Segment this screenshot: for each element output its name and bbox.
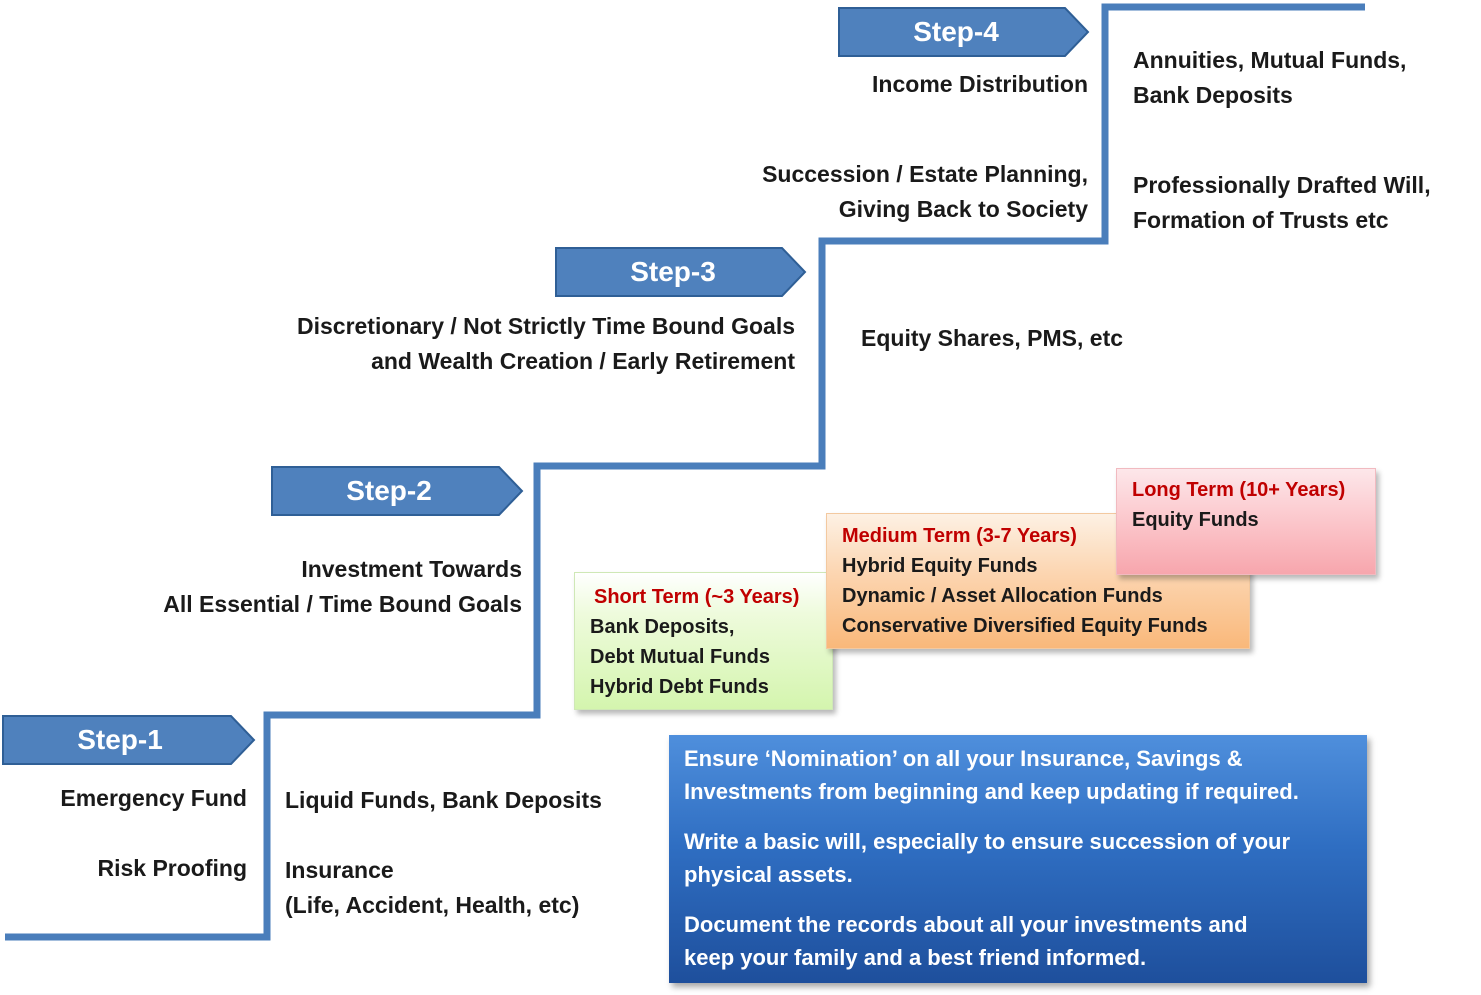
step-3-goal-line-1: Discretionary / Not Strictly Time Bound … — [296, 313, 795, 339]
insurance-line: Insurance — [285, 857, 394, 883]
long-term-item: Equity Funds — [1132, 509, 1259, 531]
arrow-shape-icon — [271, 466, 524, 516]
medium-term-title: Medium Term (3-7 Years) — [842, 525, 1077, 547]
step-3-label: Step-3 — [630, 256, 716, 287]
step-1-label: Step-1 — [77, 724, 163, 755]
step-4-product-1-line-1: Annuities, Mutual Funds, — [1133, 47, 1407, 73]
medium-term-item: Hybrid Equity Funds — [842, 555, 1038, 577]
step-1-product-insurance: Insurance (Life, Accident, Health, etc) — [285, 853, 579, 923]
step-2-goal: Investment Towards All Essential / Time … — [163, 552, 522, 622]
step-2-goal-line-2: All Essential / Time Bound Goals — [163, 591, 522, 617]
tip-nomination: Ensure ‘Nomination’ on all your Insuranc… — [684, 746, 1299, 804]
step-1-arrow: Step-1 — [2, 715, 256, 765]
step-4-label: Step-4 — [913, 16, 999, 47]
short-term-box: Short Term (~3 Years) Bank Deposits, Deb… — [574, 572, 833, 710]
step-3-goal-line-2: and Wealth Creation / Early Retirement — [371, 348, 795, 374]
medium-term-item: Conservative Diversified Equity Funds — [842, 615, 1208, 637]
step-3-arrow: Step-3 — [555, 247, 807, 297]
step-4-goal-succession: Succession / Estate Planning, Giving Bac… — [762, 157, 1088, 227]
long-term-box: Long Term (10+ Years) Equity Funds — [1116, 468, 1376, 575]
step-3-product: Equity Shares, PMS, etc — [861, 325, 1124, 351]
step-4-product-2-line-2: Formation of Trusts etc — [1133, 207, 1389, 233]
step-1-goal-risk-proofing: Risk Proofing — [97, 855, 247, 881]
tips-box: Ensure ‘Nomination’ on all your Insuranc… — [669, 735, 1367, 983]
short-term-title: Short Term (~3 Years) — [594, 586, 800, 608]
step-2-goal-line-1: Investment Towards — [301, 556, 522, 582]
insurance-detail-line: (Life, Accident, Health, etc) — [285, 892, 580, 918]
step-2-arrow: Step-2 — [271, 466, 524, 516]
step-1-product-liquid-funds: Liquid Funds, Bank Deposits — [285, 787, 602, 813]
step-4-product-will: Professionally Drafted Will, Formation o… — [1133, 168, 1431, 238]
medium-term-item: Dynamic / Asset Allocation Funds — [842, 585, 1163, 607]
tip-records: Document the records about all your inve… — [684, 912, 1248, 970]
long-term-title: Long Term (10+ Years) — [1132, 479, 1346, 501]
step-1-goal-emergency-fund: Emergency Fund — [60, 785, 247, 811]
arrow-shape-icon — [555, 247, 807, 297]
step-4-goal-income-distribution: Income Distribution — [872, 71, 1088, 97]
step-4-arrow: Step-4 — [838, 7, 1090, 57]
step-4-product-annuities: Annuities, Mutual Funds, Bank Deposits — [1133, 43, 1406, 113]
step-4-goal-2-line-1: Succession / Estate Planning, — [762, 161, 1088, 187]
step-2-label: Step-2 — [346, 475, 432, 506]
tip-will: Write a basic will, especially to ensure… — [684, 829, 1291, 887]
step-4-product-2-line-1: Professionally Drafted Will, — [1133, 172, 1431, 198]
step-4-product-1-line-2: Bank Deposits — [1133, 82, 1293, 108]
short-term-item: Hybrid Debt Funds — [590, 676, 769, 698]
step-3-goal: Discretionary / Not Strictly Time Bound … — [297, 309, 795, 379]
arrow-shape-icon — [2, 715, 256, 765]
arrow-shape-icon — [838, 7, 1090, 57]
step-4-goal-2-line-2: Giving Back to Society — [838, 196, 1088, 222]
short-term-item: Bank Deposits, — [590, 616, 735, 638]
short-term-item: Debt Mutual Funds — [590, 646, 770, 668]
